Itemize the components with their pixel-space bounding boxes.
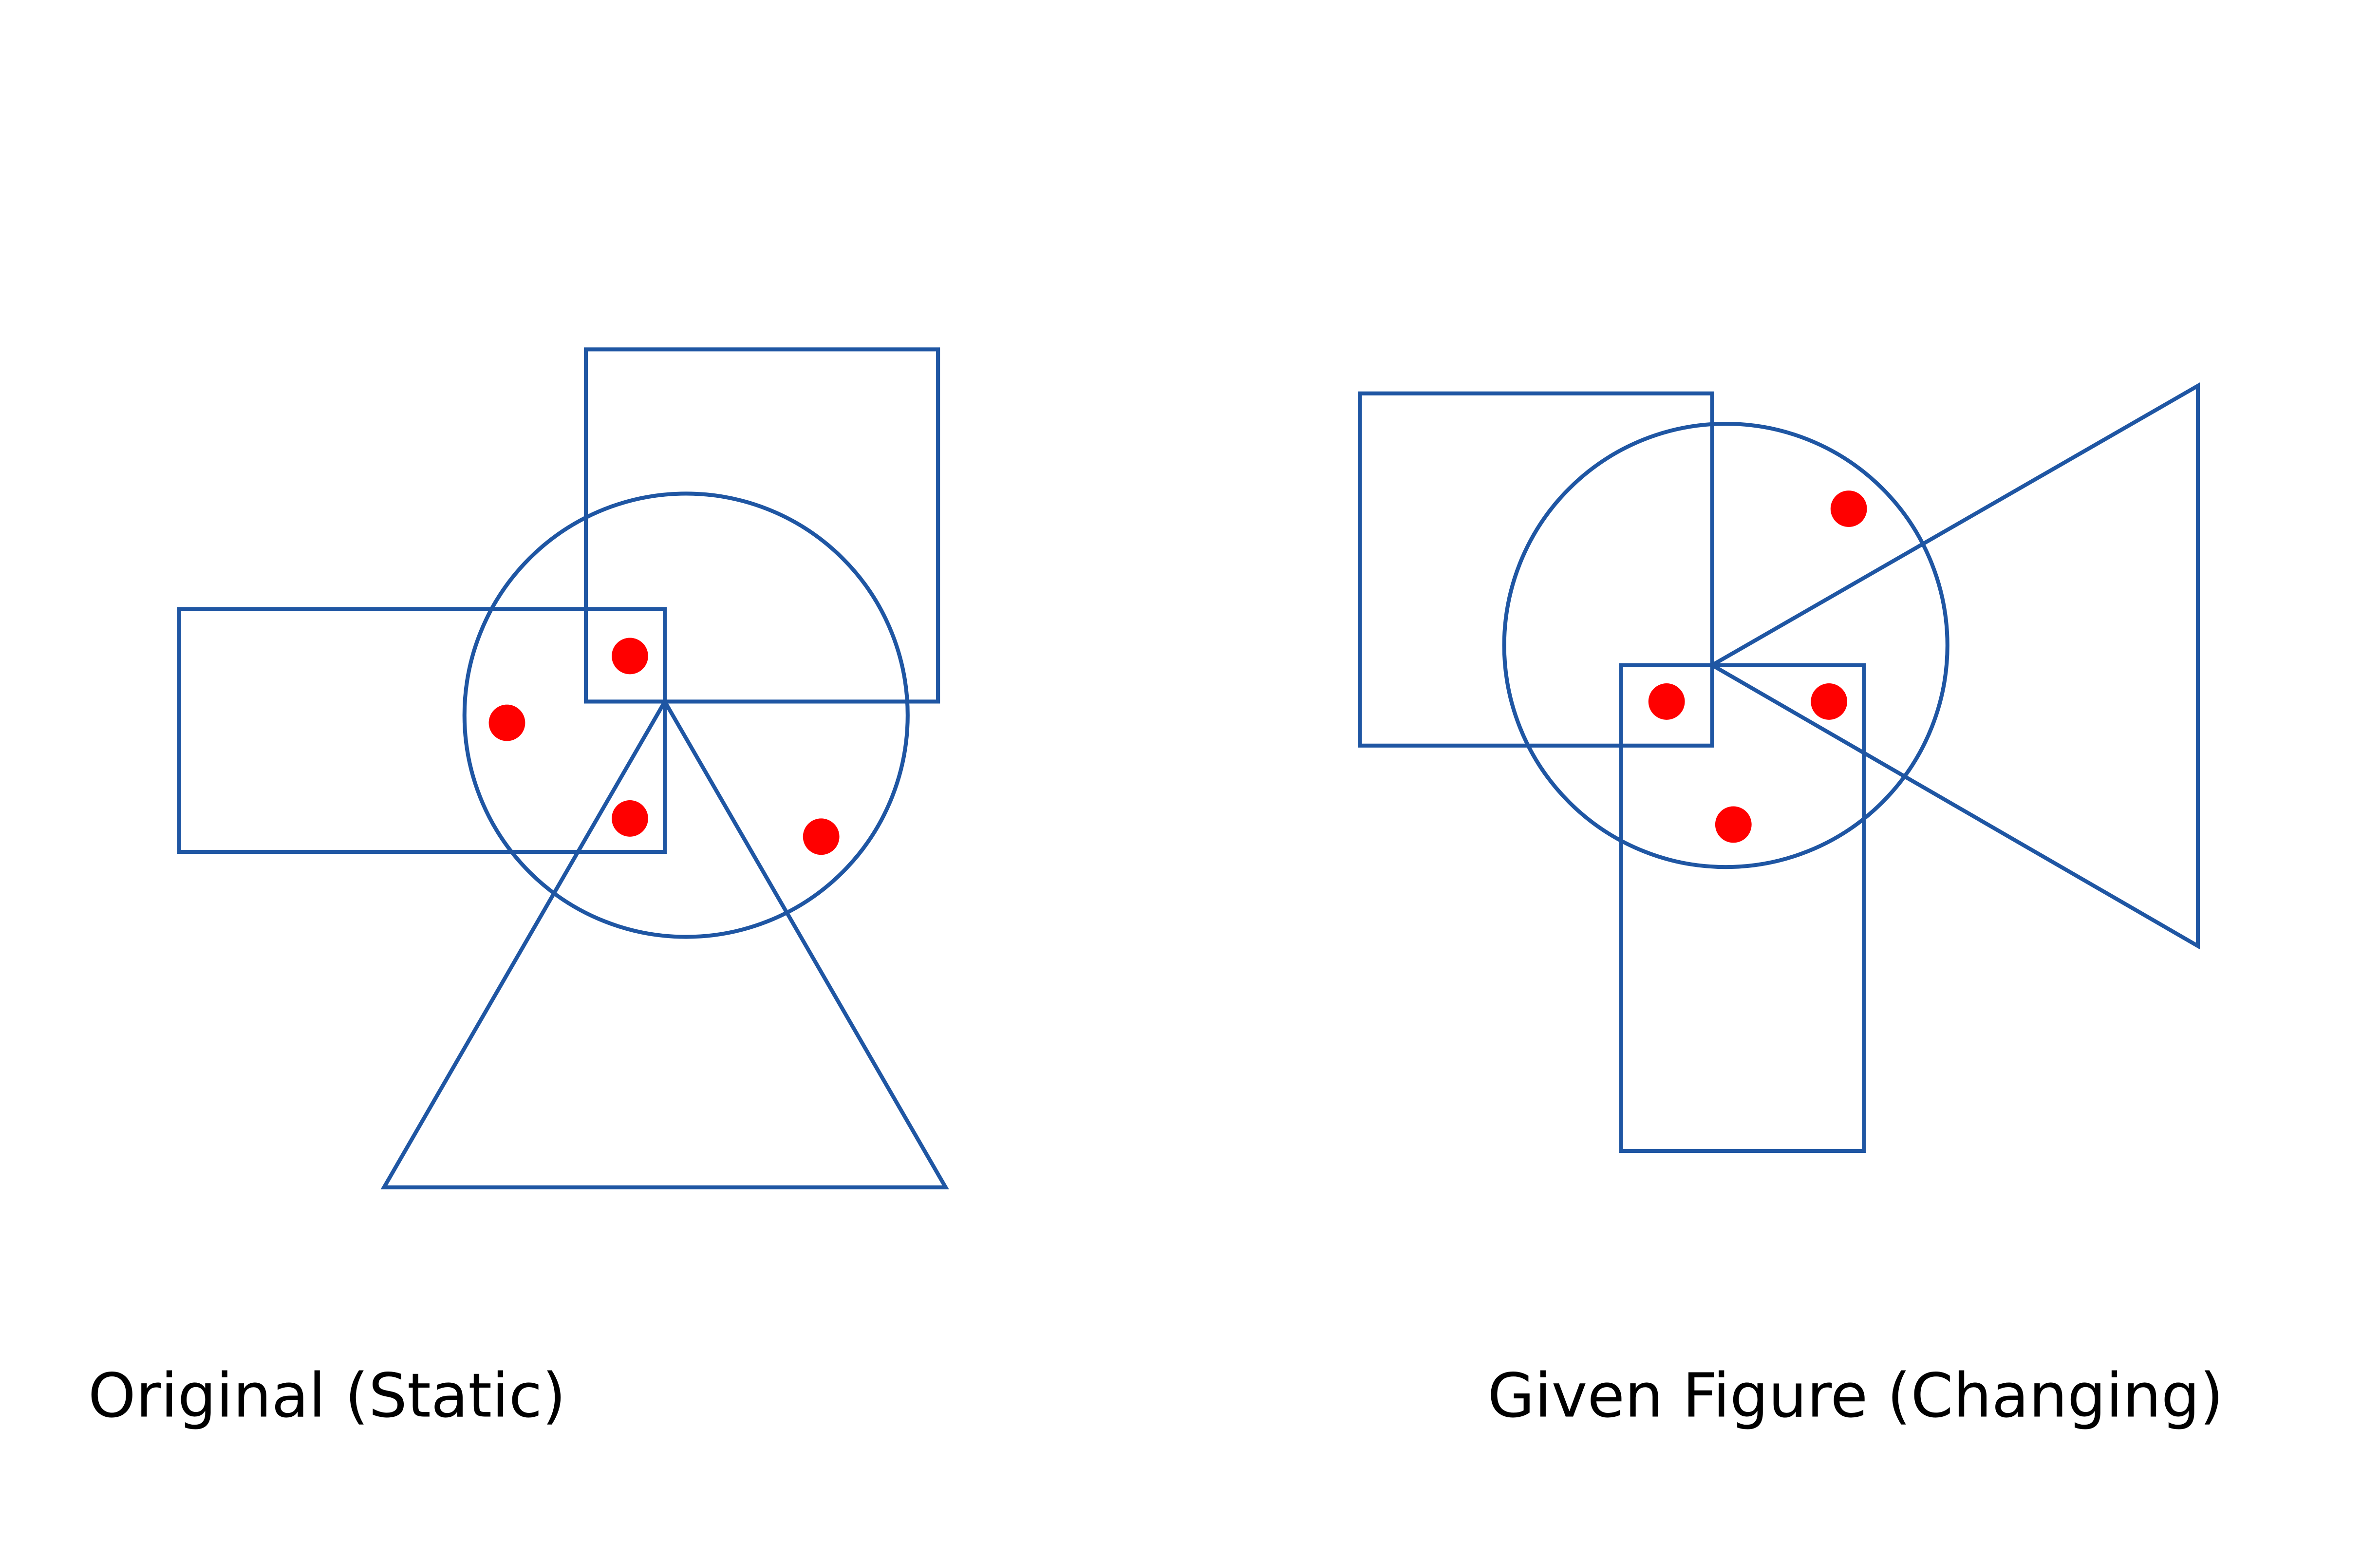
red-dot: [488, 704, 525, 741]
triangle-shape: [380, 697, 949, 1189]
red-dot: [1811, 683, 1848, 720]
red-dot: [803, 818, 840, 855]
rectangle-shape: [177, 607, 667, 854]
rectangle-shape: [1619, 663, 1866, 1153]
red-dot: [1648, 683, 1685, 720]
red-dot: [1830, 490, 1867, 527]
original-figure: Original (Static): [88, 347, 949, 1431]
given-figure: Given Figure (Changing): [1358, 382, 2224, 1431]
given-label: Given Figure (Changing): [1487, 1360, 2223, 1431]
red-dot: [1715, 806, 1752, 843]
red-dot: [612, 638, 648, 675]
red-dot: [612, 800, 648, 837]
original-label: Original (Static): [88, 1360, 566, 1431]
triangle-shape: [1708, 382, 2200, 950]
square-shape: [583, 347, 940, 704]
square-shape: [1358, 391, 1714, 748]
circle-shape: [462, 491, 910, 939]
circle-shape: [1502, 422, 1949, 869]
